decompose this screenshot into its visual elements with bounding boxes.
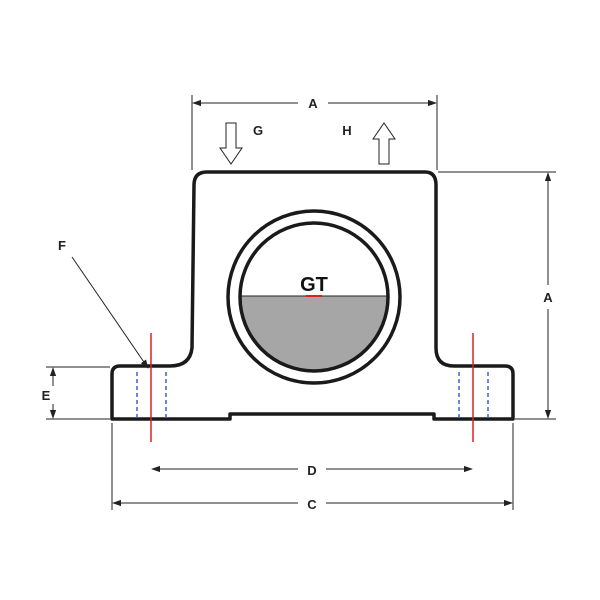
down-arrow-icon [219,122,243,165]
bolt-callout-leader [71,256,149,369]
up-arrow-icon [372,122,396,165]
side-height-label: A [543,290,553,305]
bolt-callout-label: F [58,238,66,253]
flow-out-label: H [342,123,351,138]
overall-length-label: C [307,497,317,512]
center-mark-label: GT [300,274,328,296]
top-width-label: A [308,96,318,111]
inner-bore-ring [238,221,390,373]
bolt-spacing-label: D [307,463,316,478]
base-thickness-label: E [42,388,51,403]
flow-in-label: G [253,123,263,138]
